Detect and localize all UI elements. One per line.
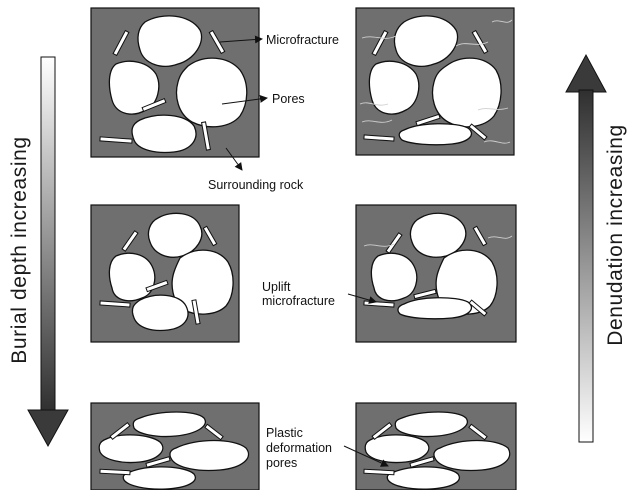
pore-grain [369,61,418,114]
pore-grain [132,115,196,152]
panel-uplift [356,205,516,342]
panel-late-uplift [356,403,516,490]
burial-depth-label: Burial depth increasing [8,136,31,363]
denudation-arrow [566,55,606,442]
pore-grain [132,295,188,330]
panel-early-uplift [356,8,514,155]
pore-grain [99,435,163,463]
plastic-deformation-label-2: deformation [266,441,332,455]
microfracture-label: Microfracture [266,33,339,47]
pore-grain [109,253,154,301]
pore-grain [399,124,471,145]
panel-intermediate-burial [91,205,239,342]
surrounding-rock-label: Surrounding rock [208,178,304,192]
uplift-microfracture-label-1: Uplift [262,280,291,294]
pore-grain [387,467,459,489]
plastic-deformation-label-3: pores [266,456,297,470]
burial-depth-arrow [28,57,68,446]
uplift-microfracture-label-2: microfracture [262,294,335,308]
pore-grain [433,58,502,127]
pore-grain [371,253,416,301]
panel-deep-burial [91,403,259,490]
denudation-label: Denudation increasing [604,124,627,346]
pores-label: Pores [272,92,305,106]
pore-grain [177,58,247,127]
pore-grain [170,441,249,471]
plastic-deformation-label-1: Plastic [266,426,303,440]
panel-shallow-burial [91,8,259,157]
pore-grain [434,441,510,471]
pore-grain [123,467,195,489]
